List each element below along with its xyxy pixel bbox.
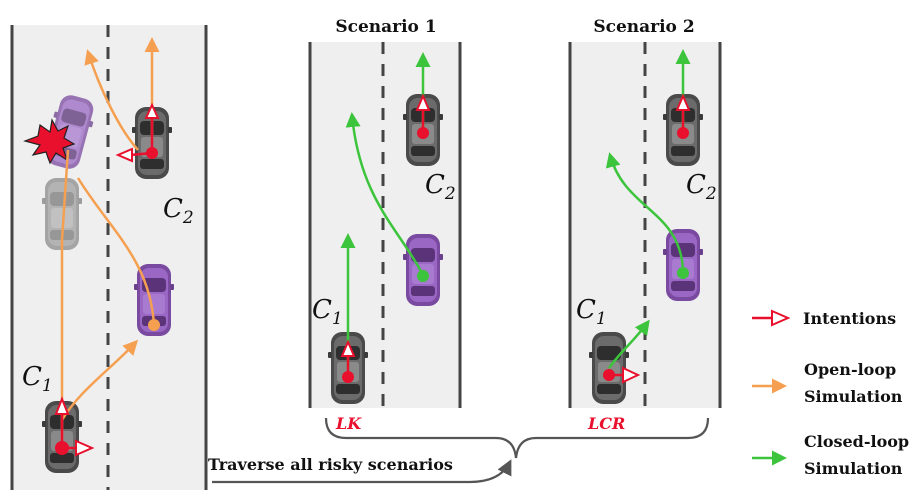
svg-text:Simulation: Simulation [804, 459, 903, 478]
legend-intentions: Intentions [752, 309, 896, 328]
legend: Intentions Open-loop Simulation Closed-l… [752, 309, 909, 478]
intention-markers-left [54, 102, 160, 457]
intention-markers-s1 [340, 93, 431, 383]
label-c1-left: C1 [22, 362, 53, 396]
legend-open-loop: Open-loop Simulation [752, 360, 903, 406]
action-lcr: LCR [587, 414, 625, 433]
label-c1-s2: C1 [576, 295, 607, 329]
svg-text:Closed-loop: Closed-loop [804, 432, 909, 451]
svg-text:Simulation: Simulation [804, 387, 903, 406]
svg-text:Intentions: Intentions [803, 309, 896, 328]
intention-markers-s2 [603, 93, 691, 384]
scenario-1-title: Scenario 1 [335, 17, 436, 37]
scenario-brace [324, 417, 710, 459]
legend-closed-loop: Closed-loop Simulation [752, 432, 909, 478]
left-road [10, 25, 208, 490]
scenario-2-title: Scenario 2 [593, 17, 694, 37]
label-c2-s2: C2 [686, 170, 717, 204]
label-c2-left: C2 [163, 194, 194, 228]
label-c2-s1: C2 [425, 170, 456, 204]
action-lk: LK [335, 414, 362, 433]
label-c1-s1: C1 [312, 295, 343, 329]
svg-text:Open-loop: Open-loop [804, 360, 896, 379]
traverse-arrow [212, 459, 512, 484]
traverse-text: Traverse all risky scenarios [208, 455, 453, 474]
